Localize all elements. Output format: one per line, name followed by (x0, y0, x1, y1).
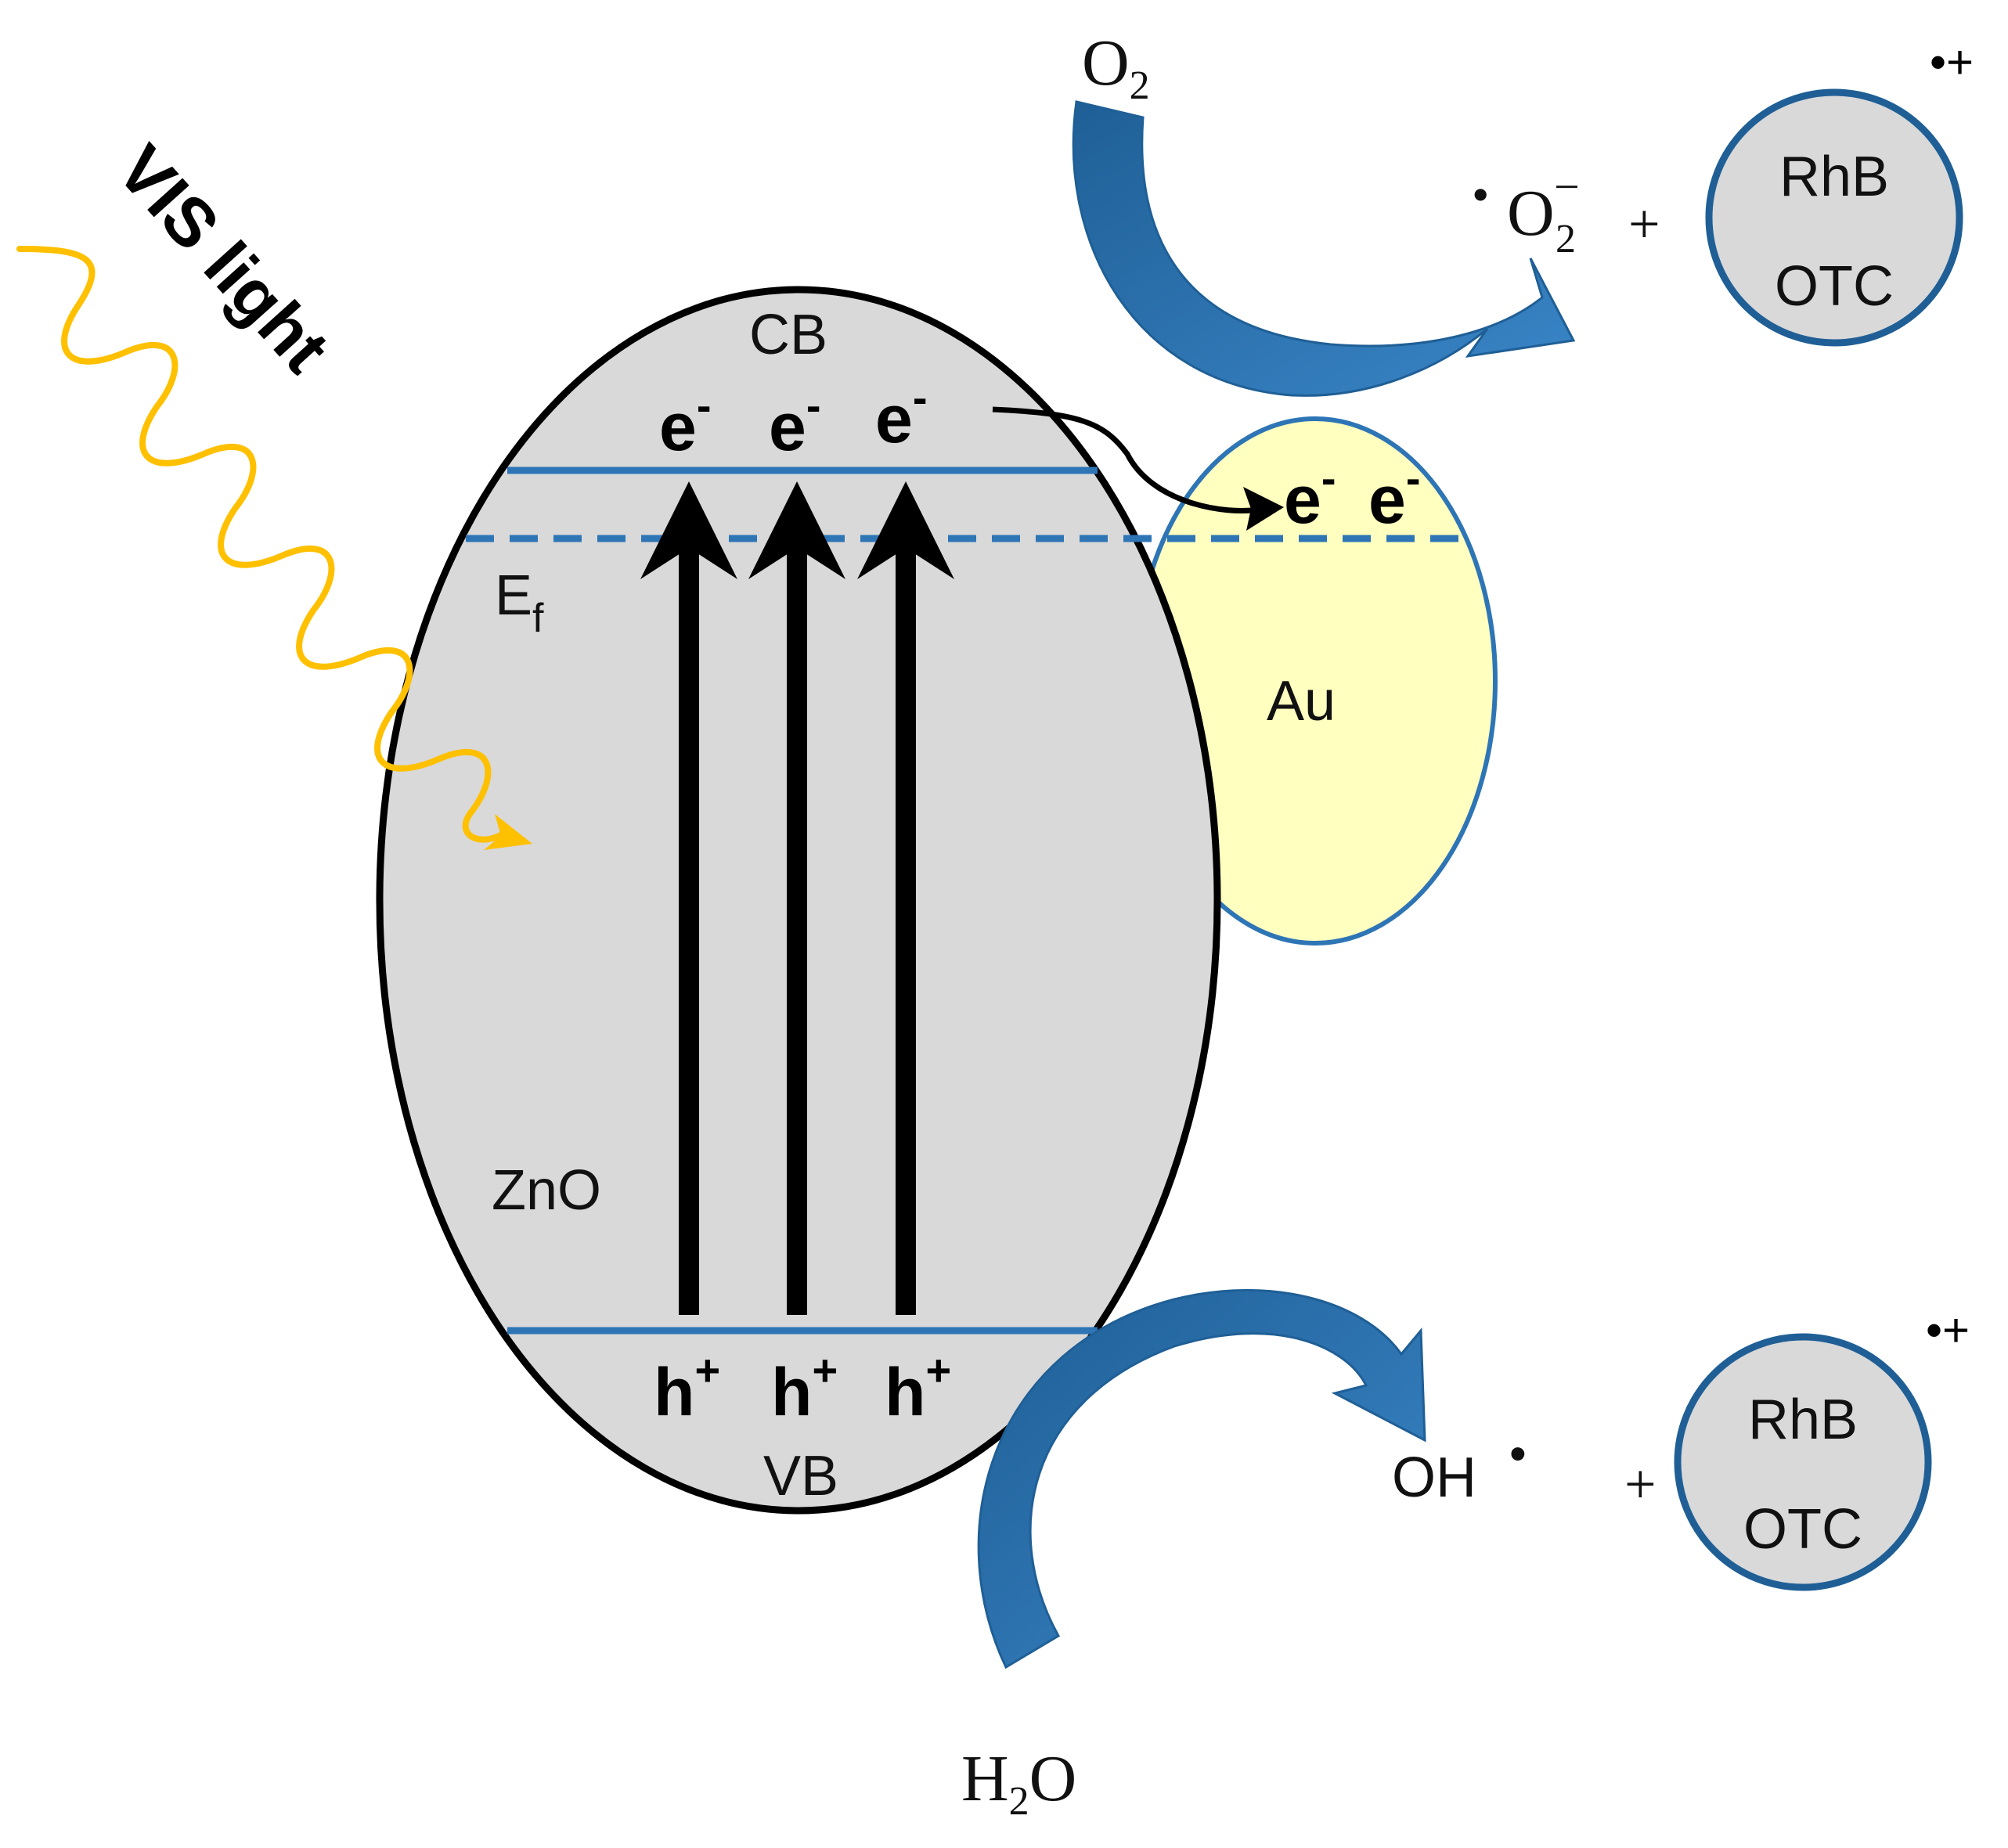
bottom-pollutant-circle (1674, 1333, 1932, 1591)
excitation-arrows (640, 481, 954, 1315)
vb-holes: h+ h+ h+ (654, 1345, 951, 1430)
top-radical-mark: •+ (1930, 36, 1974, 88)
fermi-level-base: E (495, 564, 532, 627)
vb-hole-1: h+ (654, 1345, 720, 1430)
cb-electron-1: e- (659, 380, 712, 465)
au-electron-2: e- (1368, 453, 1421, 538)
cb-electrons: e- e- e- (659, 373, 928, 465)
hydroxyl-label: OH (1392, 1446, 1476, 1509)
vb-hole-3: h+ (885, 1345, 951, 1430)
bottom-pollutant-line2: OTC (1743, 1498, 1862, 1561)
superoxide-base: O (1507, 177, 1555, 250)
bottom-curved-arrow (977, 1288, 1426, 1670)
hydroxyl-radical: OH • (1392, 1427, 1527, 1509)
zno-label: ZnO (492, 1159, 601, 1222)
superoxide-sub: 2 (1556, 217, 1576, 261)
h2o-reactant: H2O (961, 1742, 1076, 1824)
bottom-radical-mark: •+ (1926, 1304, 1970, 1356)
excitation-arrow-1 (640, 481, 737, 1315)
electron-transfer-arrow (992, 406, 1284, 531)
cb-electron-2: e- (769, 380, 821, 465)
o2-reactant: O2 (1082, 27, 1150, 108)
top-plus-sign: + (1628, 193, 1660, 255)
superoxide-sup: − (1554, 161, 1580, 212)
fermi-level-sub: f (532, 596, 544, 641)
bottom-pollutant-line1: RhB (1748, 1389, 1858, 1451)
excitation-arrow-3 (857, 481, 954, 1315)
vb-hole-2: h+ (771, 1345, 838, 1430)
top-curved-arrow (1072, 100, 1576, 397)
au-label: Au (1267, 670, 1336, 733)
cb-label: CB (749, 304, 827, 366)
visible-light-wave (16, 246, 532, 850)
superoxide-radical: • O − 2 (1472, 161, 1580, 261)
excitation-arrow-2 (748, 481, 845, 1315)
hydroxyl-dot: • (1509, 1427, 1527, 1481)
cb-electron-3: e- (875, 373, 928, 457)
top-pollutant-circle (1705, 88, 1963, 347)
superoxide-dot: • (1472, 167, 1489, 222)
au-electron-1: e- (1284, 453, 1336, 538)
au-electrons: e- e- (1284, 453, 1421, 538)
bottom-pollutant: RhB OTC (1674, 1333, 1932, 1591)
top-pollutant-line1: RhB (1779, 146, 1889, 208)
fermi-level-label: Ef (495, 564, 544, 641)
vb-label: VB (763, 1445, 838, 1508)
top-pollutant-line2: OTC (1775, 255, 1894, 318)
top-pollutant: RhB OTC (1705, 88, 1963, 347)
bottom-plus-sign: + (1624, 1453, 1657, 1515)
